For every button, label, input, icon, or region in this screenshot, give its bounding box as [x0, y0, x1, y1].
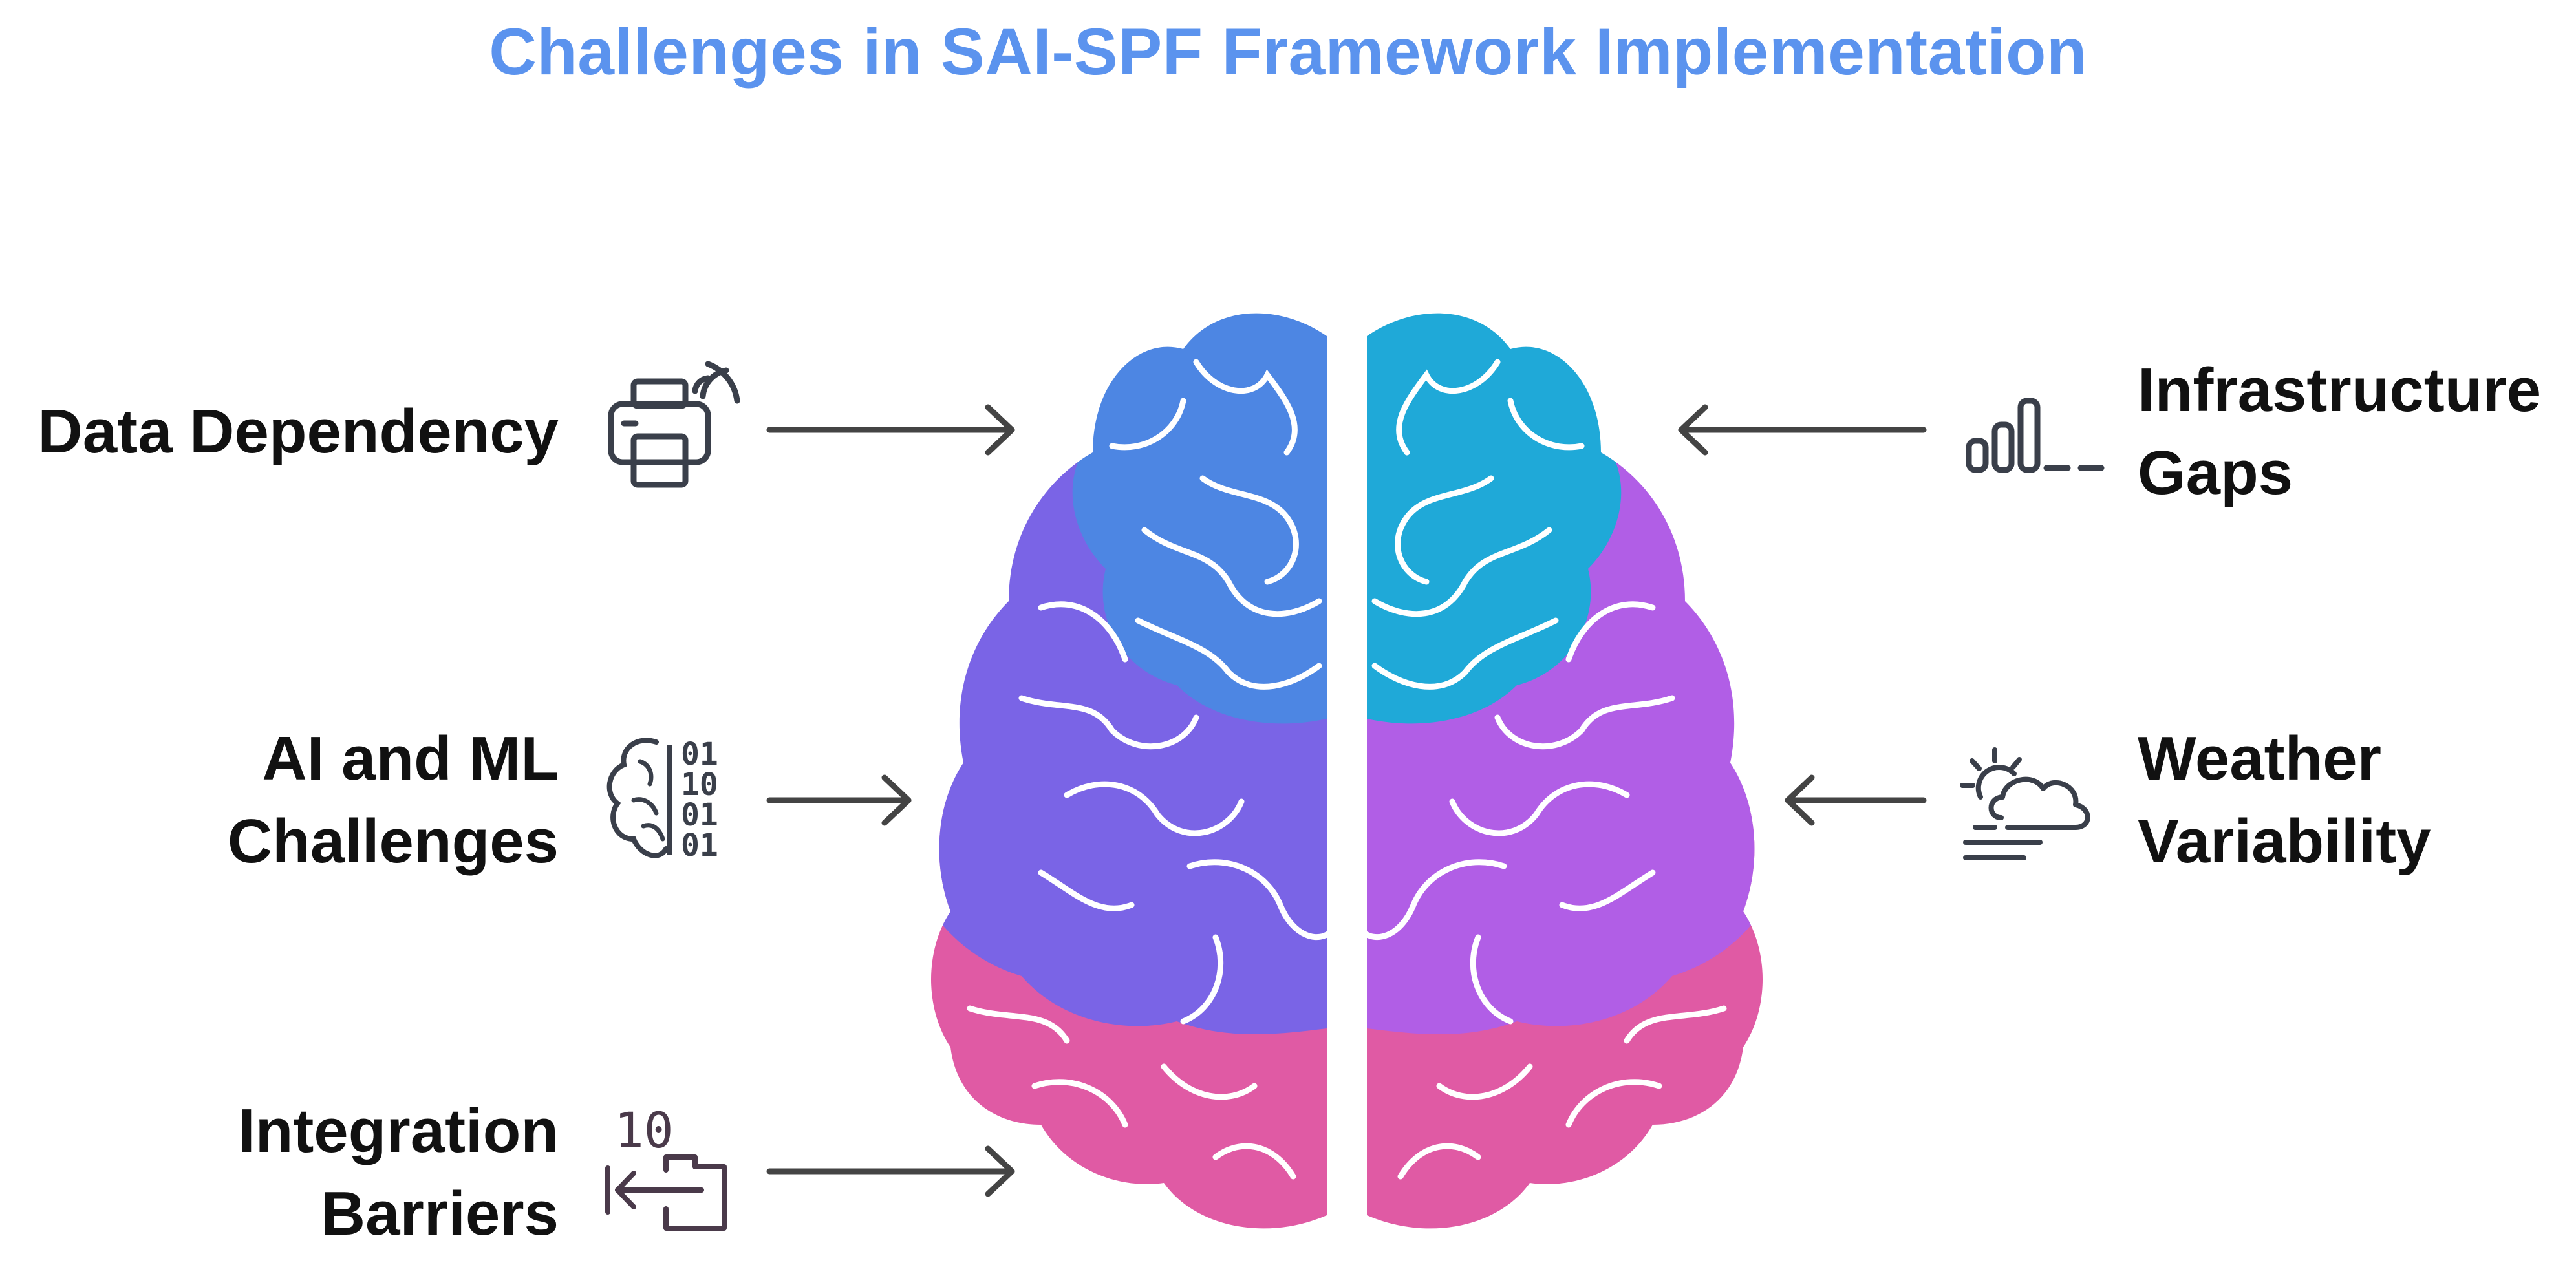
brain-right-frontal-lobe — [1367, 313, 1659, 724]
signal-bars-icon — [1966, 398, 2105, 473]
sun-cloud-wind-icon — [1960, 747, 2090, 860]
label-line: Weather — [2138, 724, 2382, 793]
brain-right-bottom-lobe — [1367, 802, 1763, 1229]
label-infrastructure-gaps: Infrastructure Gaps — [2138, 349, 2571, 515]
brain-right-middle-lobe — [1367, 452, 1763, 1034]
label-integration-barriers: Integration Barriers — [0, 1090, 559, 1255]
arrow-weather-variability — [1785, 774, 1927, 826]
integration-binary-icon: 10 — [605, 1101, 727, 1231]
label-line: Integration — [238, 1096, 559, 1165]
binary-digits: 01 — [681, 797, 718, 833]
label-line: Barriers — [320, 1179, 559, 1248]
label-line: Gaps — [2138, 438, 2293, 507]
brain-right-hemisphere — [1367, 313, 1763, 1229]
label-line: Challenges — [227, 807, 559, 876]
brain-left-folds — [967, 359, 1327, 1180]
label-line: Data Dependency — [38, 397, 559, 466]
binary-digits: 01 — [681, 827, 718, 864]
label-data-dependency: Data Dependency — [0, 390, 559, 473]
arrow-integration-barriers — [766, 1145, 1015, 1197]
label-ai-ml-challenges: AI and ML Challenges — [0, 718, 559, 883]
brain-left-bottom-lobe — [931, 802, 1327, 1229]
brain-left-hemisphere — [931, 313, 1327, 1229]
label-line: Infrastructure — [2138, 356, 2542, 425]
brain-binary-icon: 01 10 01 01 — [606, 736, 718, 864]
brain-right-folds — [1367, 359, 1727, 1180]
binary-digits: 01 — [681, 736, 718, 772]
arrow-infrastructure-gaps — [1678, 404, 1927, 456]
printer-wifi-icon — [608, 361, 740, 488]
integration-digits: 10 — [614, 1101, 674, 1159]
binary-digits: 10 — [681, 767, 718, 803]
arrow-ai-ml-challenges — [766, 774, 912, 826]
brain-left-middle-lobe — [931, 452, 1327, 1034]
diagram-title: Challenges in SAI-SPF Framework Implemen… — [489, 15, 2087, 89]
label-line: Variability — [2138, 807, 2431, 876]
label-line: AI and ML — [262, 724, 559, 793]
arrow-data-dependency — [766, 404, 1015, 456]
brain-left-frontal-lobe — [1035, 313, 1327, 724]
label-weather-variability: Weather Variability — [2138, 718, 2571, 883]
